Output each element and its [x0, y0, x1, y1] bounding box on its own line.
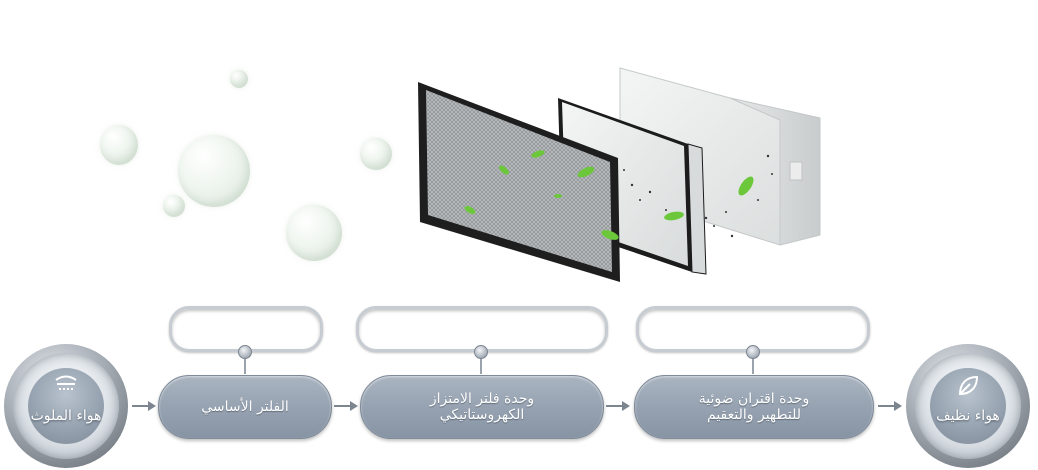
- arrow-right-icon: [132, 401, 156, 411]
- arrow-right-icon: [334, 401, 358, 411]
- leaf-particles: [464, 150, 754, 240]
- polluted-air-label: هواء الملوث: [30, 408, 102, 424]
- hepa-label-line1: وحدة فلتر الامتزاز: [429, 391, 535, 407]
- arrow-right-icon: [606, 401, 630, 411]
- connector-knob: [746, 345, 760, 359]
- dust-particles: [623, 154, 773, 238]
- hepa-stage: وحدة فلتر الامتزاز الكهروستاتيكي: [360, 375, 604, 439]
- connector-line: [244, 352, 246, 374]
- smog-icon: [55, 375, 77, 390]
- prefilter-stage: الفلتر الأساسي: [158, 375, 332, 439]
- leaf-icon: [958, 375, 979, 396]
- photo-label-line2: للتطهير والتعقيم: [707, 407, 801, 423]
- connector-knob: [238, 345, 252, 359]
- prefilter-panel: [418, 82, 620, 282]
- polluted-air-node: هواء الملوث: [4, 344, 128, 468]
- prefilter-label: الفلتر الأساسي: [201, 399, 289, 415]
- connector-line: [752, 352, 754, 374]
- filter-assembly-illustration: [418, 67, 821, 282]
- clean-air-node: هواء نظيف: [906, 344, 1030, 468]
- bubble: [286, 205, 342, 261]
- bubble: [178, 135, 250, 207]
- photo-stage: وحدة اقتران ضوئية للتطهير والتعقيم: [634, 375, 874, 439]
- bubble: [230, 70, 248, 88]
- bubble: [163, 195, 185, 217]
- arrow-right-icon: [878, 401, 902, 411]
- hepa-label-line2: الكهروستاتيكي: [439, 407, 525, 423]
- bubble: [100, 125, 138, 165]
- connector-line: [480, 352, 482, 374]
- connector-knob: [474, 345, 488, 359]
- clean-air-label: هواء نظيف: [936, 408, 1000, 424]
- bubble: [360, 138, 392, 170]
- photo-label-line1: وحدة اقتران ضوئية: [698, 391, 810, 407]
